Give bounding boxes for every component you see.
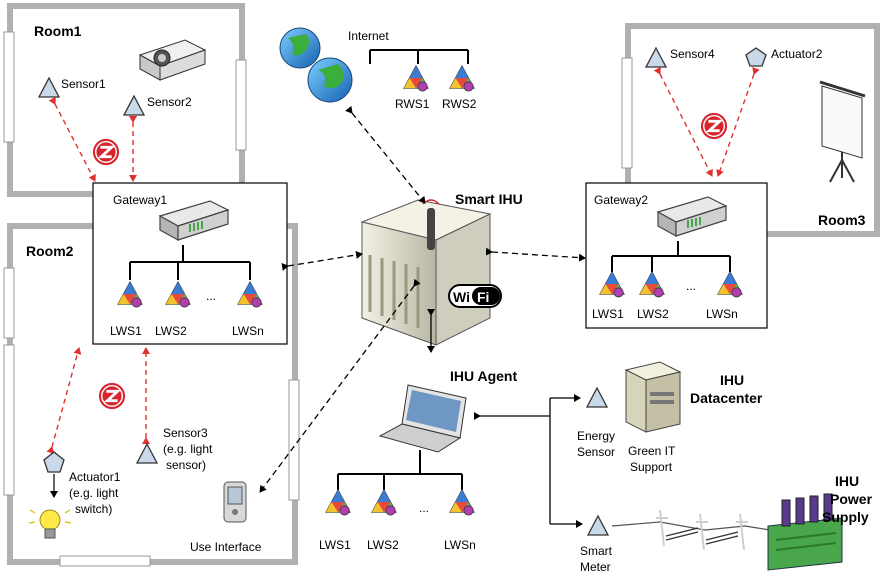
energy-sensor-label-line1: Energy xyxy=(577,429,615,443)
sensor2-icon xyxy=(122,94,146,116)
gateway1-lws2: LWS2 xyxy=(155,324,187,338)
gateway2-lws2: LWS2 xyxy=(637,307,669,321)
link-actuator2-gateway2 xyxy=(716,67,760,177)
pda-device-icon xyxy=(223,481,247,523)
actuator2-icon xyxy=(745,47,767,67)
laptop-icon xyxy=(378,384,467,453)
smart-meter-label-line1: Smart xyxy=(580,544,613,558)
room1-title: Room1 xyxy=(34,23,82,39)
lws-icon xyxy=(449,489,475,516)
wifi-logo-left: Wi xyxy=(453,289,470,305)
gateway1-lwsn: LWSn xyxy=(232,324,264,338)
internet-cluster: Internet RWS1 RWS2 xyxy=(279,27,477,111)
link-sensor4-gateway2 xyxy=(653,66,713,177)
actuator1-icon xyxy=(43,451,65,473)
gateway2-ellipsis: ... xyxy=(686,279,696,293)
power-lines-icon xyxy=(611,509,771,551)
wifi-logo-right: Fi xyxy=(477,289,489,305)
green-it-label-line1: Green IT xyxy=(628,444,676,458)
link-sensor1-gateway1 xyxy=(48,96,96,182)
gateway1-ellipsis: ... xyxy=(206,289,216,303)
actuator2-label: Actuator2 xyxy=(771,47,823,61)
room2-title: Room2 xyxy=(26,243,74,259)
sensor3-label-line3: sensor) xyxy=(166,458,206,472)
link-smartihu-internet xyxy=(345,105,426,204)
gateway2-lwsn: LWSn xyxy=(706,307,738,321)
datacenter-title-line2: Datacenter xyxy=(690,390,763,406)
link-actuator1-gateway1 xyxy=(46,347,82,454)
projector-icon xyxy=(138,39,207,81)
green-it-label-line2: Support xyxy=(630,460,673,474)
sensor4-icon xyxy=(644,46,668,68)
ihu-agent-lws1: LWS1 xyxy=(319,538,351,552)
server-icon xyxy=(624,361,682,433)
light-bulb-icon xyxy=(28,509,72,539)
energy-sensor-label-line2: Sensor xyxy=(577,445,615,459)
smart-ihu-label: Smart IHU xyxy=(455,191,523,207)
wifi-logo: Wi Fi xyxy=(448,284,502,308)
gateway2-lws1: LWS1 xyxy=(592,307,624,321)
sensor3-icon xyxy=(135,442,159,464)
power-plant-icon xyxy=(767,493,843,571)
lws-icon xyxy=(325,489,351,516)
smart-meter-label-line2: Meter xyxy=(580,560,611,571)
ihu-agent-label: IHU Agent xyxy=(450,368,517,384)
sensor3-label-line2: (e.g. light xyxy=(163,442,213,456)
use-interface-label: Use Interface xyxy=(190,540,262,554)
gateway2-label: Gateway2 xyxy=(594,193,648,207)
gateway1-box: Gateway1 LWS1 LWS2 ... LWSn xyxy=(92,182,288,345)
ihu-datacenter: Energy Sensor IHU Datacenter Green IT Su… xyxy=(577,361,763,474)
rws2-label: RWS2 xyxy=(442,97,477,111)
lws-icon xyxy=(371,489,397,516)
sensor2-label: Sensor2 xyxy=(147,95,192,109)
power-title-line3: Supply xyxy=(822,509,869,525)
gateway1-lws1: LWS1 xyxy=(110,324,142,338)
room3-title: Room3 xyxy=(818,212,866,228)
ihu-power-supply: Smart Meter IHU Power Supply xyxy=(580,473,873,571)
room3: Room3 Sensor4 Actuator2 xyxy=(621,23,880,237)
link-smartihu-gateway1 xyxy=(281,251,363,271)
globe-icon xyxy=(279,27,353,103)
actuator1-label-line3: switch) xyxy=(75,502,112,516)
smart-meter-icon xyxy=(586,514,610,536)
smart-ihu-building: Smart IHU Wi Fi xyxy=(360,191,523,346)
sensor1-label: Sensor1 xyxy=(61,77,106,91)
link-smartihu-use-interface xyxy=(259,278,421,493)
room1: Room1 Sensor1 Sensor2 xyxy=(3,3,247,197)
power-title-line1: IHU xyxy=(835,473,859,489)
gateway2-box: Gateway2 LWS1 LWS2 ... LWSn xyxy=(585,182,768,329)
actuator1-label-line1: Actuator1 xyxy=(69,470,121,484)
projection-screen-icon xyxy=(819,80,866,183)
energy-sensor-icon xyxy=(585,386,609,408)
link-smartihu-gateway2 xyxy=(485,247,586,262)
sensor4-label: Sensor4 xyxy=(670,47,715,61)
zigbee-icon-room1 xyxy=(92,138,120,166)
ihu-agent-lwsn: LWSn xyxy=(444,538,476,552)
ihu-agent-lws2: LWS2 xyxy=(367,538,399,552)
ihu-agent: IHU Agent LWS1 LWS2 ... LWSn xyxy=(319,368,517,552)
rws-icon xyxy=(403,65,429,92)
power-title-line2: Power xyxy=(830,491,873,507)
rws1-label: RWS1 xyxy=(395,97,430,111)
rws-icon xyxy=(449,65,475,92)
gateway1-label: Gateway1 xyxy=(113,193,167,207)
datacenter-title-line1: IHU xyxy=(720,372,744,388)
zigbee-icon-room2 xyxy=(98,382,126,410)
sensor1-icon xyxy=(37,76,61,98)
ihu-agent-ellipsis: ... xyxy=(419,501,429,515)
zigbee-icon-room3 xyxy=(700,112,728,140)
internet-label: Internet xyxy=(348,29,389,43)
sensor3-label-line1: Sensor3 xyxy=(163,426,208,440)
actuator1-label-line2: (e.g. light xyxy=(69,486,119,500)
